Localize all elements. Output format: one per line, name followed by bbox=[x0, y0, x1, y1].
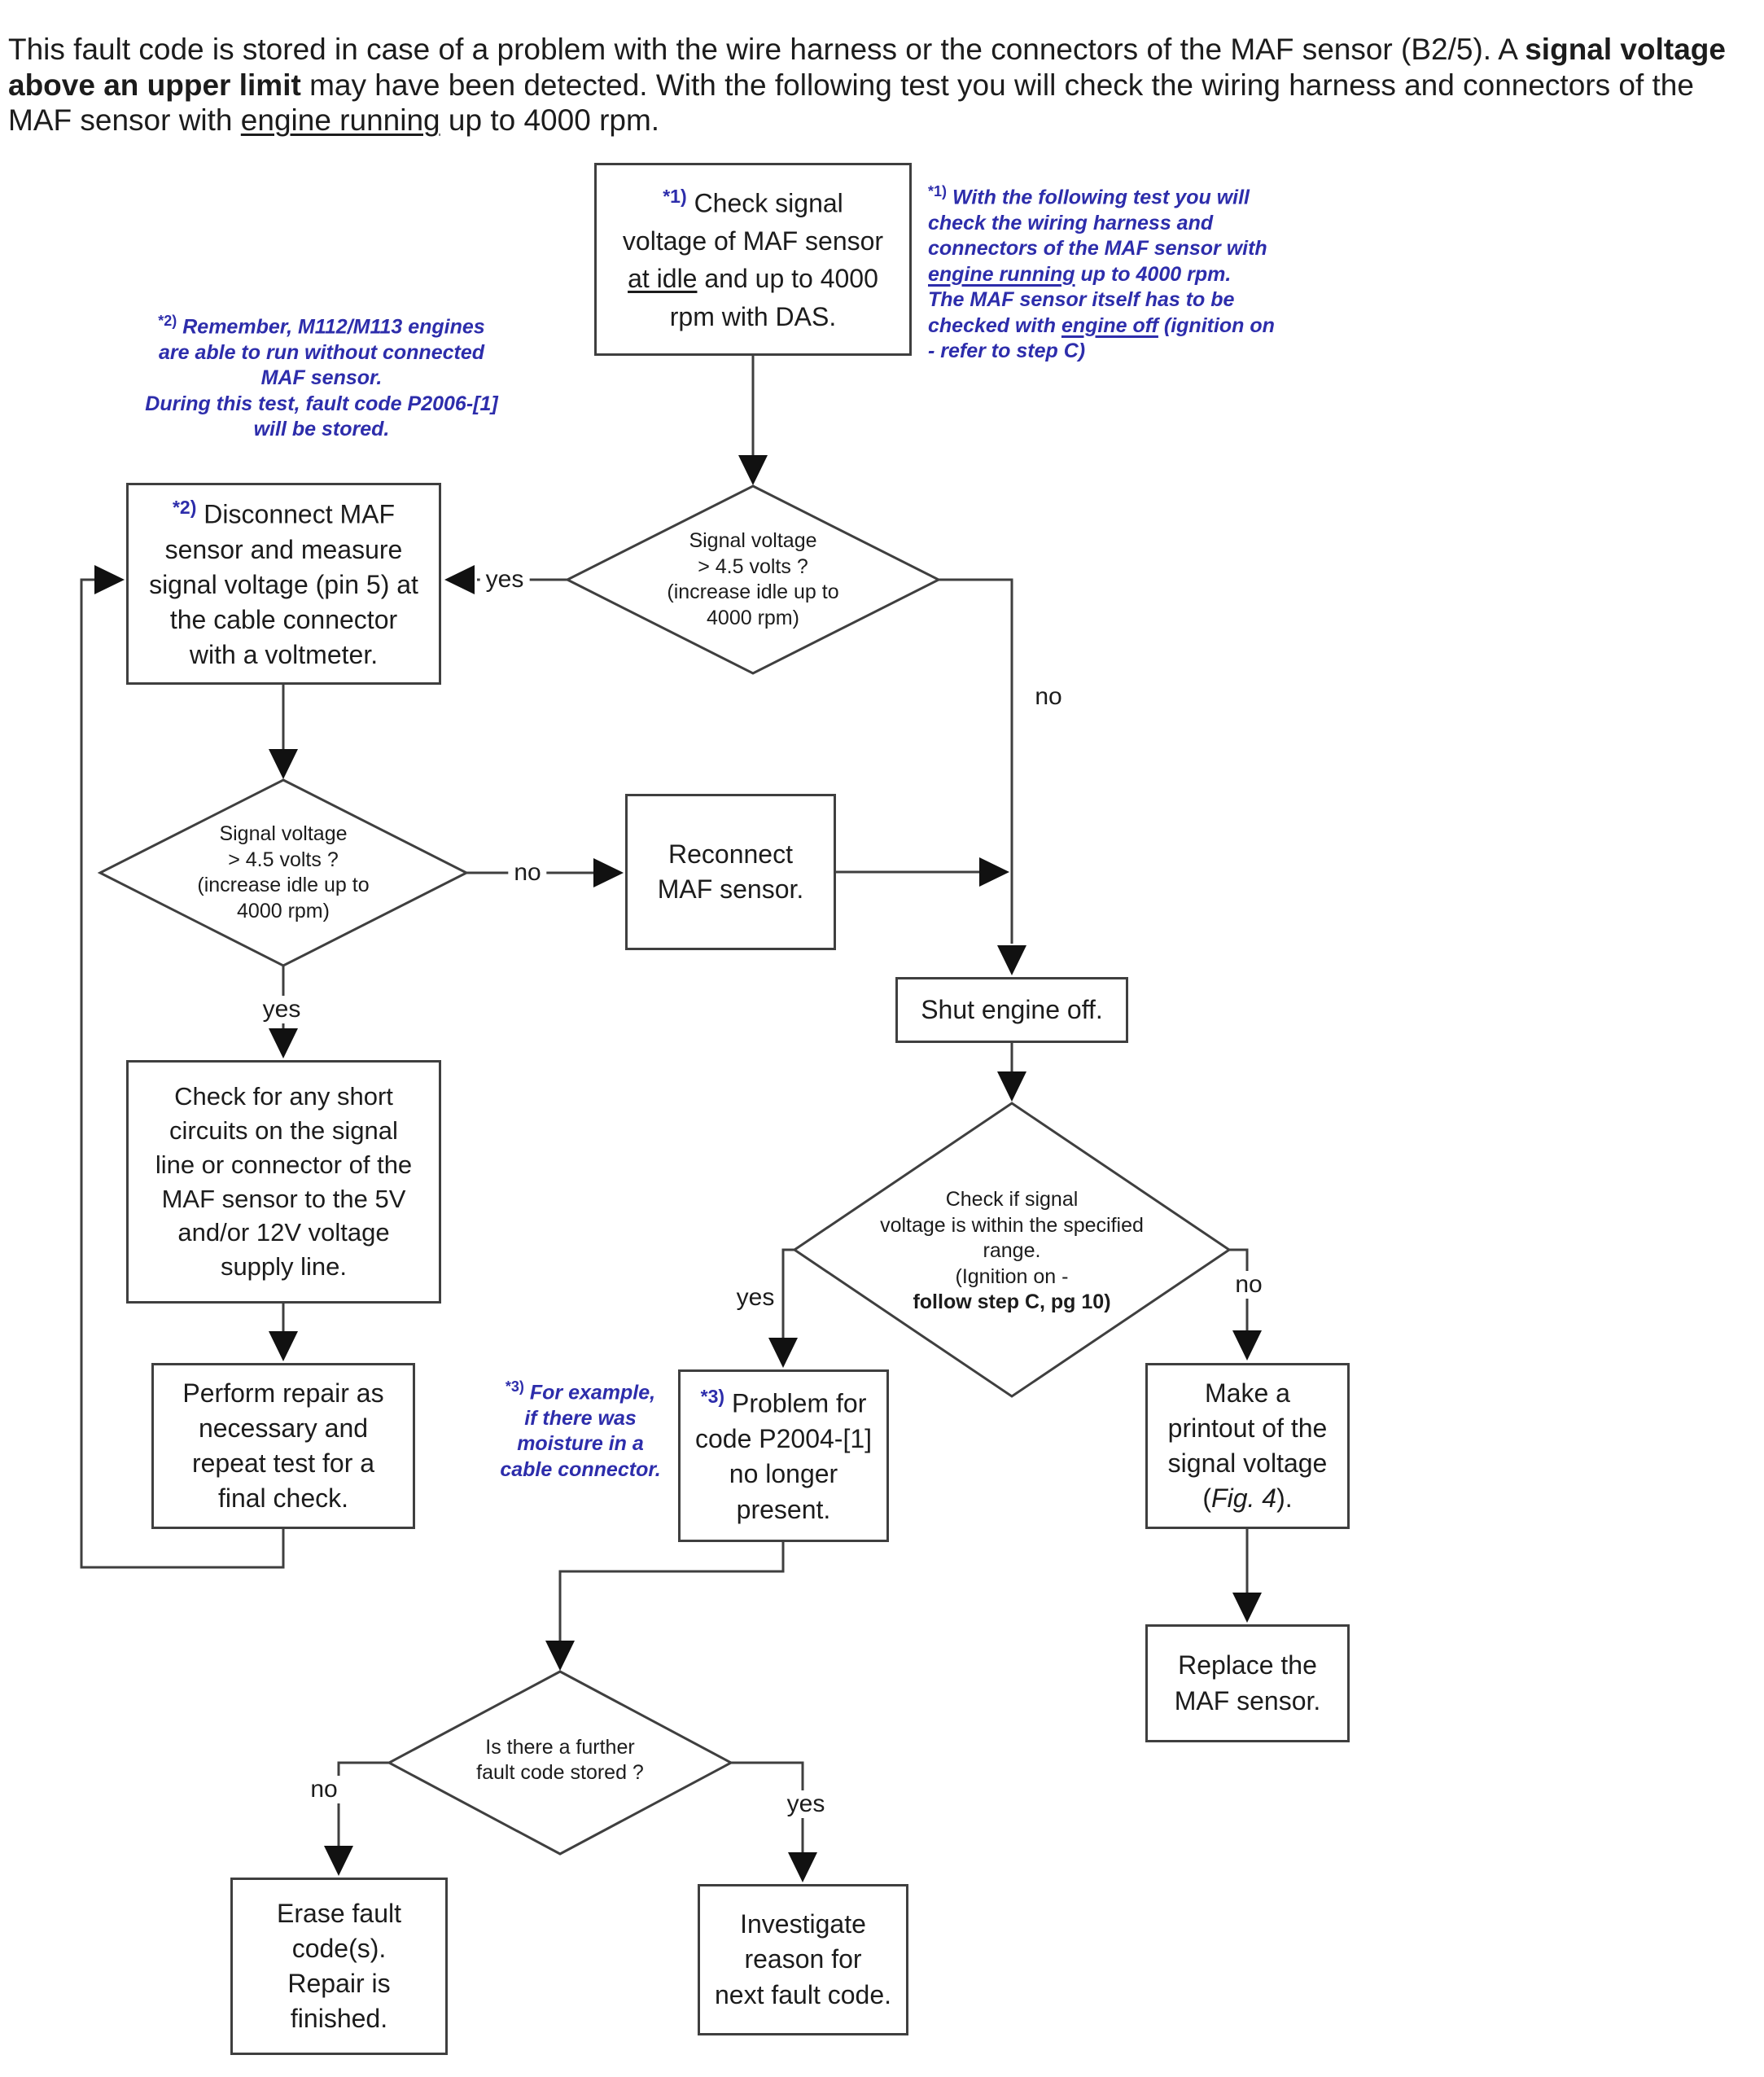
edge-label-d3-no: no bbox=[1229, 1271, 1268, 1299]
diamond-signal-voltage-1 bbox=[564, 484, 942, 675]
node-printout-fig: Fig. 4 bbox=[1211, 1483, 1277, 1514]
edge-label-d1-yes: yes bbox=[479, 566, 530, 594]
note3-marker: *3) bbox=[505, 1378, 524, 1395]
node2-marker: *2) bbox=[172, 496, 197, 518]
note1-underline: engine running bbox=[928, 262, 1075, 286]
edge-label-d4-no: no bbox=[304, 1776, 344, 1803]
node-printout-line: printout of the bbox=[1167, 1413, 1328, 1443]
intro-bold: signal voltage above an upper limit bbox=[8, 33, 1726, 102]
node-problem-marker: *3) bbox=[700, 1386, 725, 1408]
note3-line: For example, bbox=[529, 1381, 656, 1404]
diamond2-lines: Signal voltage> 4.5 volts ?(increase idl… bbox=[197, 822, 370, 922]
note1-line: connectors of the MAF sensor with bbox=[928, 237, 1267, 261]
node-problem-line: Problem for bbox=[731, 1388, 867, 1418]
diamond-further-fault bbox=[386, 1670, 734, 1856]
node1-line: Check signal bbox=[694, 188, 843, 218]
note1-line: checked with bbox=[928, 313, 1061, 337]
node1-line: rpm with DAS. bbox=[669, 301, 837, 331]
node1-underline: at idle bbox=[628, 264, 698, 294]
note2-line: Remember, M112/M113 engines bbox=[182, 315, 485, 339]
edge-label-d3-yes: yes bbox=[730, 1284, 781, 1312]
node-shut-engine-text: Shut engine off. bbox=[921, 994, 1103, 1024]
intro-underline: engine running bbox=[240, 103, 440, 138]
node1-line: and up to 4000 bbox=[697, 264, 878, 294]
intro-text-2: may have been detected. With the followi… bbox=[8, 68, 1694, 138]
diamond3-bold-line: follow step C, pg 10) bbox=[913, 1290, 1111, 1314]
note1-underline: engine off bbox=[1061, 313, 1158, 337]
note1-marker: *1) bbox=[928, 183, 948, 199]
note1-line: - refer to step C) bbox=[928, 340, 1086, 363]
note-engine-running: *1) With the following test you will che… bbox=[928, 182, 1275, 365]
diamond-range-check bbox=[792, 1102, 1232, 1398]
edge-label-d1-no: no bbox=[1029, 683, 1068, 711]
node-printout-line: ). bbox=[1276, 1483, 1293, 1514]
diamond1-lines: Signal voltage> 4.5 volts ?(increase idl… bbox=[667, 529, 839, 629]
edge-label-d2-no: no bbox=[508, 859, 547, 887]
note-m112-engines: *2) Remember, M112/M113 engines are able… bbox=[122, 312, 521, 443]
node-printout-line: Make a bbox=[1205, 1378, 1290, 1408]
node-check-signal-voltage: *1) Check signal voltage of MAF sensor a… bbox=[594, 163, 912, 356]
node2-line: Disconnect MAF bbox=[204, 499, 396, 529]
arrowheads bbox=[94, 455, 1262, 1882]
note1-line: With the following test you will bbox=[952, 186, 1250, 209]
note1-line: (ignition on bbox=[1158, 313, 1275, 337]
node1-marker: *1) bbox=[663, 185, 687, 207]
decision-diamonds bbox=[97, 484, 1232, 1856]
edge-label-d2-yes: yes bbox=[256, 996, 307, 1023]
note2-marker: *2) bbox=[158, 313, 177, 329]
node-printout-line: ( bbox=[1202, 1483, 1212, 1514]
node1-line: voltage of MAF sensor bbox=[622, 226, 884, 256]
note1-line: check the wiring harness and bbox=[928, 211, 1214, 234]
node-shut-engine: Shut engine off. bbox=[895, 977, 1128, 1043]
node-printout-line: signal voltage bbox=[1167, 1448, 1328, 1478]
intro-text-1: This fault code is stored in case of a p… bbox=[8, 33, 1525, 66]
diamond-signal-voltage-2 bbox=[97, 778, 470, 967]
diamond-signal-voltage-1-text: Signal voltage> 4.5 volts ?(increase idl… bbox=[574, 510, 932, 649]
intro-text-3: up to 4000 rpm. bbox=[440, 103, 660, 138]
node-make-printout: Make a printout of the signal voltage (F… bbox=[1145, 1363, 1350, 1529]
intro-paragraph: This fault code is stored in case of a p… bbox=[8, 32, 1757, 138]
note1-line: up to 4000 rpm. bbox=[1075, 262, 1232, 286]
diamond-signal-voltage-2-text: Signal voltage> 4.5 volts ?(increase idl… bbox=[104, 804, 462, 942]
edge-label-d4-yes: yes bbox=[781, 1790, 831, 1818]
note1-line: The MAF sensor itself has to be bbox=[928, 288, 1235, 312]
